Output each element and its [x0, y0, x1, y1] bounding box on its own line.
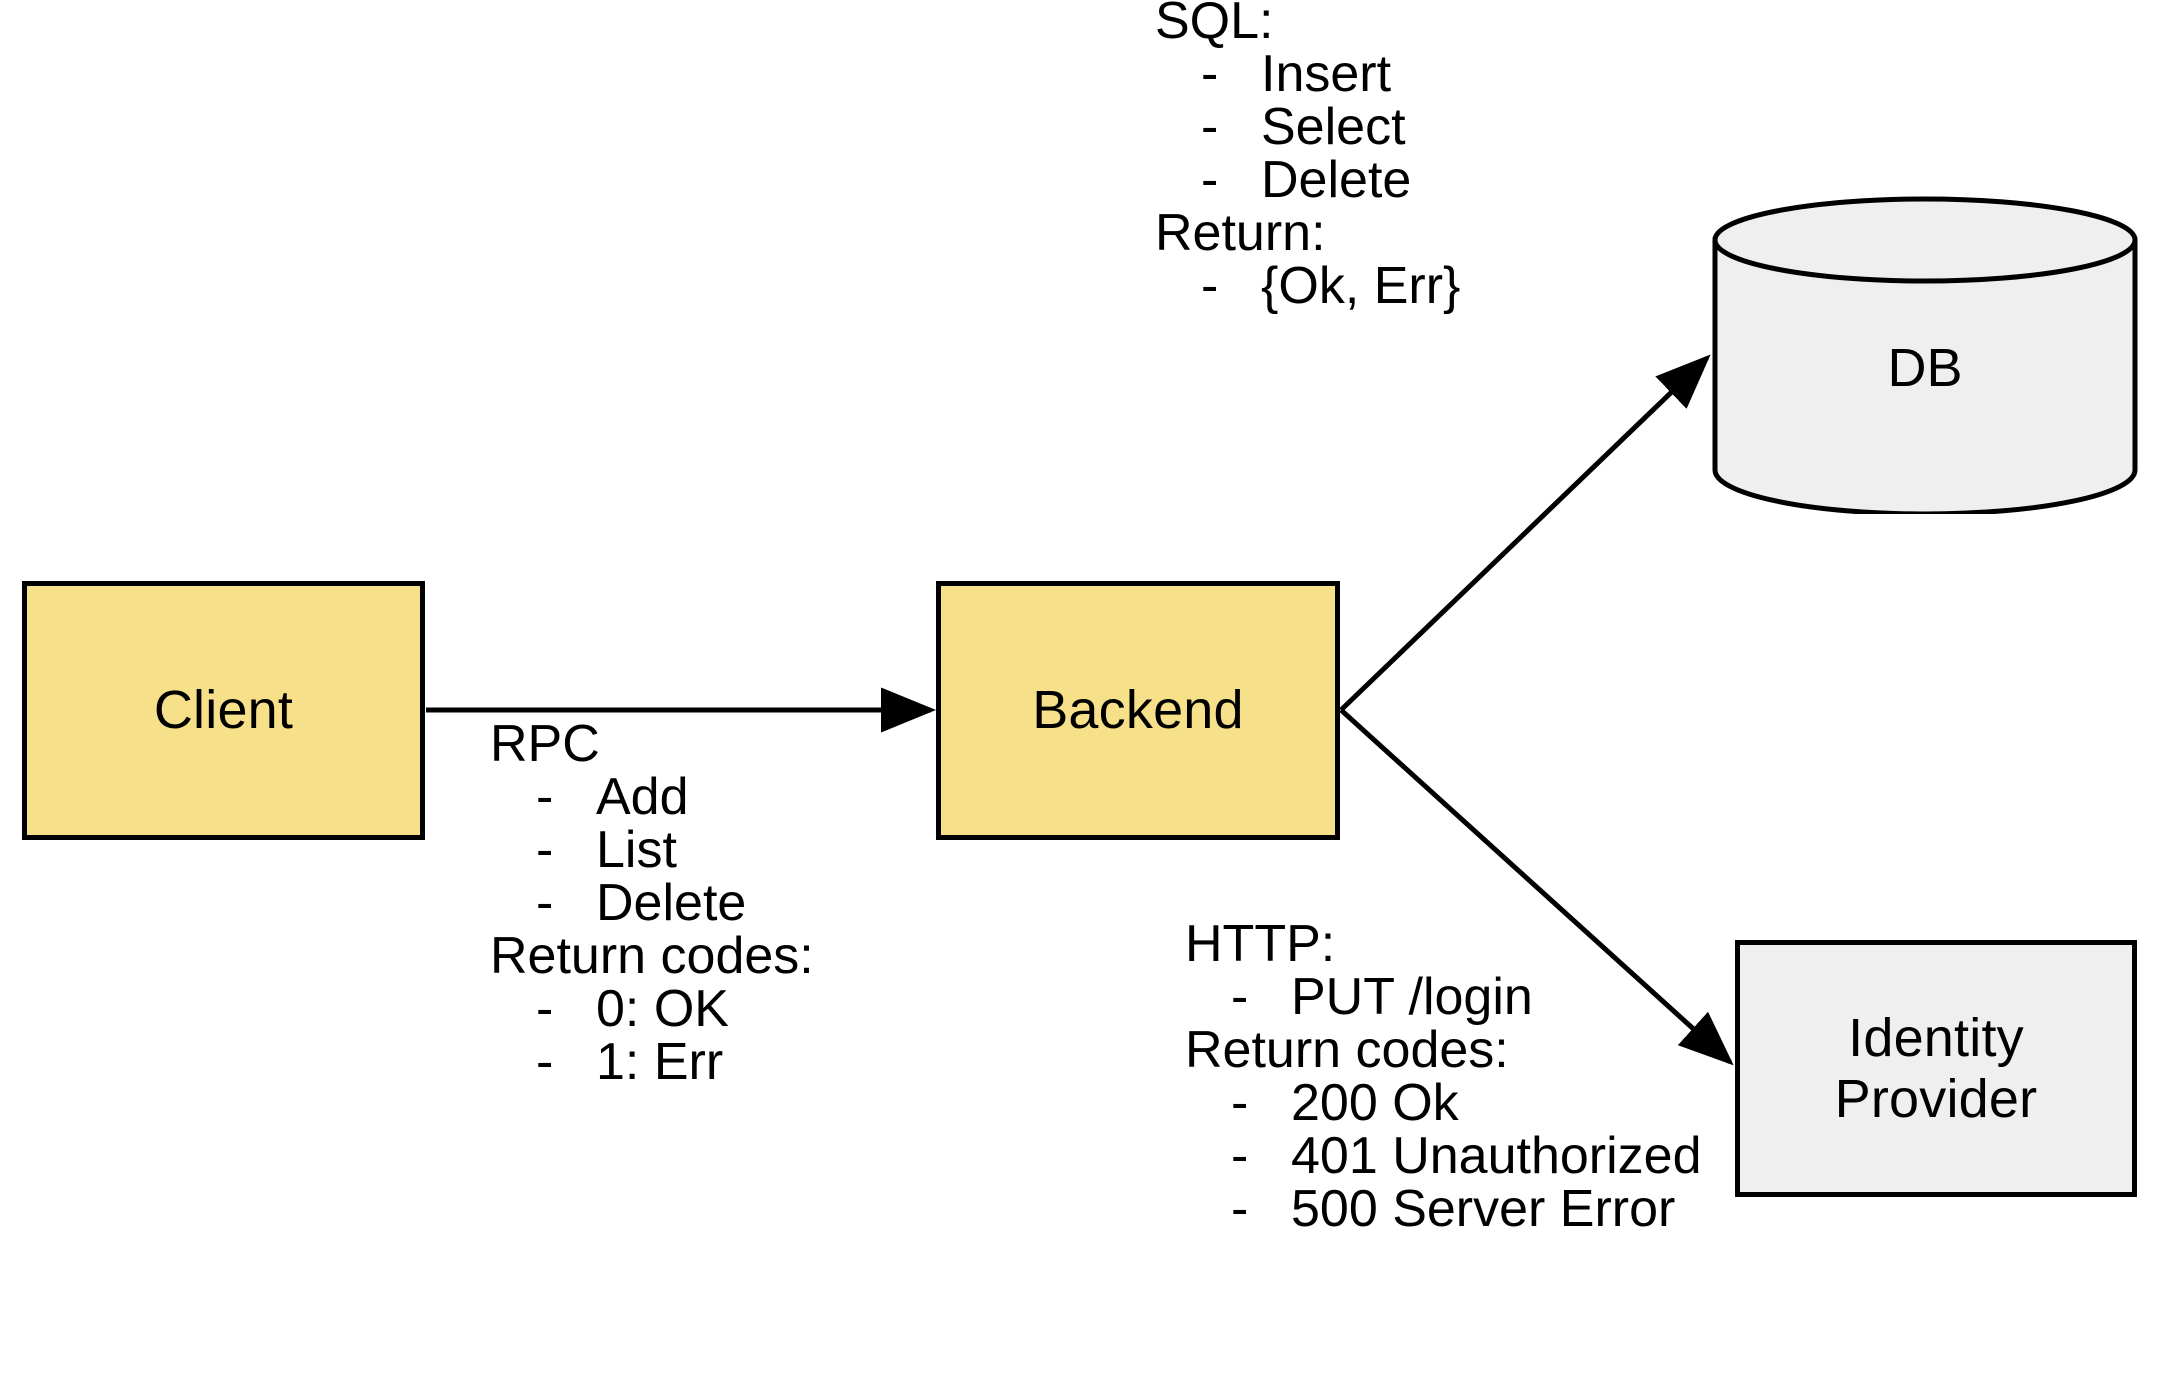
rpc-item-label: Delete — [596, 874, 747, 932]
bullet-dash-icon: - — [1201, 98, 1219, 156]
rpc-sub-item: -1: Err — [490, 1036, 814, 1089]
sql-item-label: Delete — [1261, 151, 1412, 209]
rpc-item: -Add — [490, 771, 814, 824]
rpc-item: -List — [490, 824, 814, 877]
bullet-dash-icon: - — [1231, 1074, 1249, 1132]
http-sub-item-label: 500 Server Error — [1291, 1180, 1676, 1238]
rpc-sub-item-label: 0: OK — [596, 980, 729, 1038]
bullet-dash-icon: - — [536, 1033, 554, 1091]
sql-sub-heading: Return: — [1155, 204, 1326, 262]
bullet-dash-icon: - — [536, 980, 554, 1038]
annotation-rpc: RPC -Add -List -Delete Return codes: -0:… — [490, 718, 814, 1089]
bullet-dash-icon: - — [1231, 1127, 1249, 1185]
sql-sub-item: -{Ok, Err} — [1155, 260, 1460, 313]
http-sub-item-label: 200 Ok — [1291, 1074, 1459, 1132]
sql-item: -Delete — [1155, 154, 1460, 207]
node-identity-provider-label: Identity Provider — [1835, 1008, 2038, 1129]
node-db-label: DB — [1887, 338, 1963, 398]
sql-item-label: Select — [1261, 98, 1406, 156]
rpc-item: -Delete — [490, 877, 814, 930]
sql-item: -Insert — [1155, 48, 1460, 101]
sql-item: -Select — [1155, 101, 1460, 154]
http-item: -PUT /login — [1185, 971, 1702, 1024]
annotation-sql: SQL: -Insert -Select -Delete Return: -{O… — [1155, 0, 1460, 313]
bullet-dash-icon: - — [536, 874, 554, 932]
http-sub-item: -200 Ok — [1185, 1077, 1702, 1130]
rpc-sub-heading: Return codes: — [490, 927, 814, 985]
node-backend[interactable]: Backend — [936, 581, 1340, 840]
rpc-item-label: List — [596, 821, 677, 879]
edge-backend-to-db — [1339, 354, 1711, 712]
sql-item-label: Insert — [1261, 45, 1392, 103]
http-sub-heading: Return codes: — [1185, 1021, 1509, 1079]
http-item-label: PUT /login — [1291, 968, 1533, 1026]
bullet-dash-icon: - — [536, 768, 554, 826]
sql-sub-item-label: {Ok, Err} — [1261, 257, 1461, 315]
http-sub-item: -401 Unauthorized — [1185, 1130, 1702, 1183]
http-sub-item-label: 401 Unauthorized — [1291, 1127, 1702, 1185]
sql-heading: SQL: — [1155, 0, 1274, 50]
http-heading: HTTP: — [1185, 915, 1336, 973]
rpc-sub-item: -0: OK — [490, 983, 814, 1036]
http-sub-item: -500 Server Error — [1185, 1183, 1702, 1236]
rpc-heading: RPC — [490, 715, 600, 773]
idp-label-line1: Identity — [1848, 1008, 2024, 1069]
bullet-dash-icon: - — [1201, 45, 1219, 103]
node-identity-provider[interactable]: Identity Provider — [1735, 940, 2137, 1197]
node-db[interactable]: DB — [1712, 196, 2138, 514]
rpc-sub-item-label: 1: Err — [596, 1033, 724, 1091]
node-client-label: Client — [153, 680, 294, 741]
node-client[interactable]: Client — [22, 581, 425, 840]
bullet-dash-icon: - — [1201, 151, 1219, 209]
annotation-http: HTTP: -PUT /login Return codes: -200 Ok … — [1185, 918, 1702, 1236]
bullet-dash-icon: - — [1201, 257, 1219, 315]
idp-label-line2: Provider — [1834, 1068, 2038, 1129]
node-backend-label: Backend — [1032, 680, 1244, 741]
rpc-item-label: Add — [596, 768, 689, 826]
bullet-dash-icon: - — [1231, 1180, 1249, 1238]
database-cylinder-icon — [1712, 196, 2138, 514]
bullet-dash-icon: - — [1231, 968, 1249, 1026]
bullet-dash-icon: - — [536, 821, 554, 879]
